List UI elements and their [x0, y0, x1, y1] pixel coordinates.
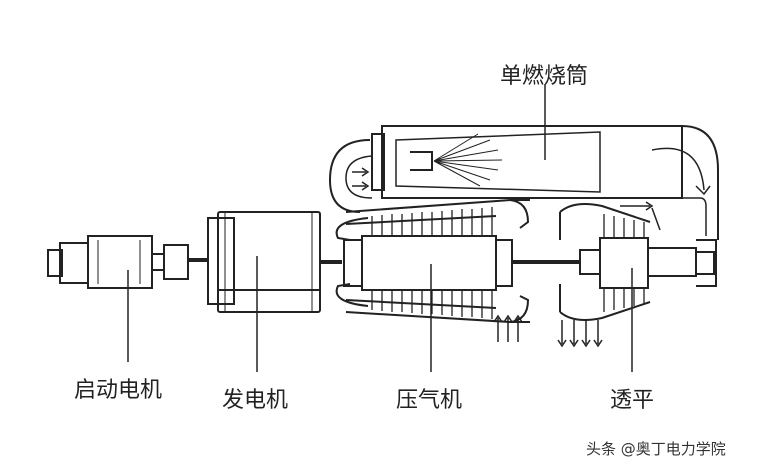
compressor	[335, 199, 530, 323]
combustor-label: 单燃烧筒	[500, 64, 589, 89]
flow-duct-right	[620, 125, 719, 240]
flow-duct-left	[328, 139, 373, 213]
starter-motor	[47, 235, 189, 289]
starter-motor-label: 启动电机	[74, 378, 163, 403]
intake-arrows	[493, 314, 523, 342]
turbine-label: 透平	[610, 388, 655, 413]
turbine	[559, 203, 717, 321]
watermark: 头条 @奥丁电力学院	[586, 440, 726, 458]
generator	[207, 211, 321, 313]
combustor	[371, 125, 683, 199]
exhaust-arrows	[557, 320, 603, 348]
leader-lines	[127, 84, 633, 372]
compressor-label: 压气机	[396, 388, 463, 413]
generator-label: 发电机	[222, 388, 289, 413]
